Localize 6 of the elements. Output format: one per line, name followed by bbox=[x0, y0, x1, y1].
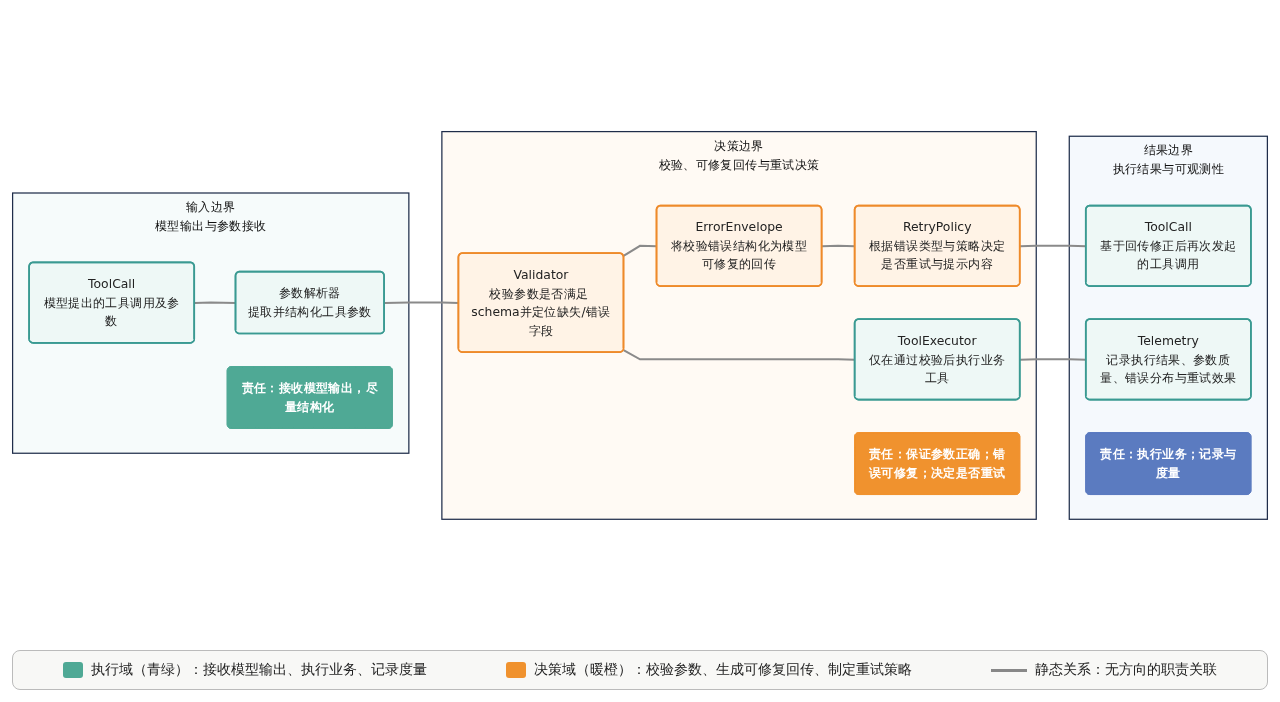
connector bbox=[384, 301, 459, 304]
legend-text: 静态关系：无方向的职责关联 bbox=[1035, 661, 1218, 679]
connector bbox=[623, 244, 657, 257]
legend-text: 决策域（暖橙）：校验参数、生成可修复回传、制定重试策略 bbox=[534, 661, 912, 679]
legend-text: 执行域（青绿）：接收模型输出、执行业务、记录度量 bbox=[90, 661, 427, 679]
connector bbox=[194, 301, 236, 304]
